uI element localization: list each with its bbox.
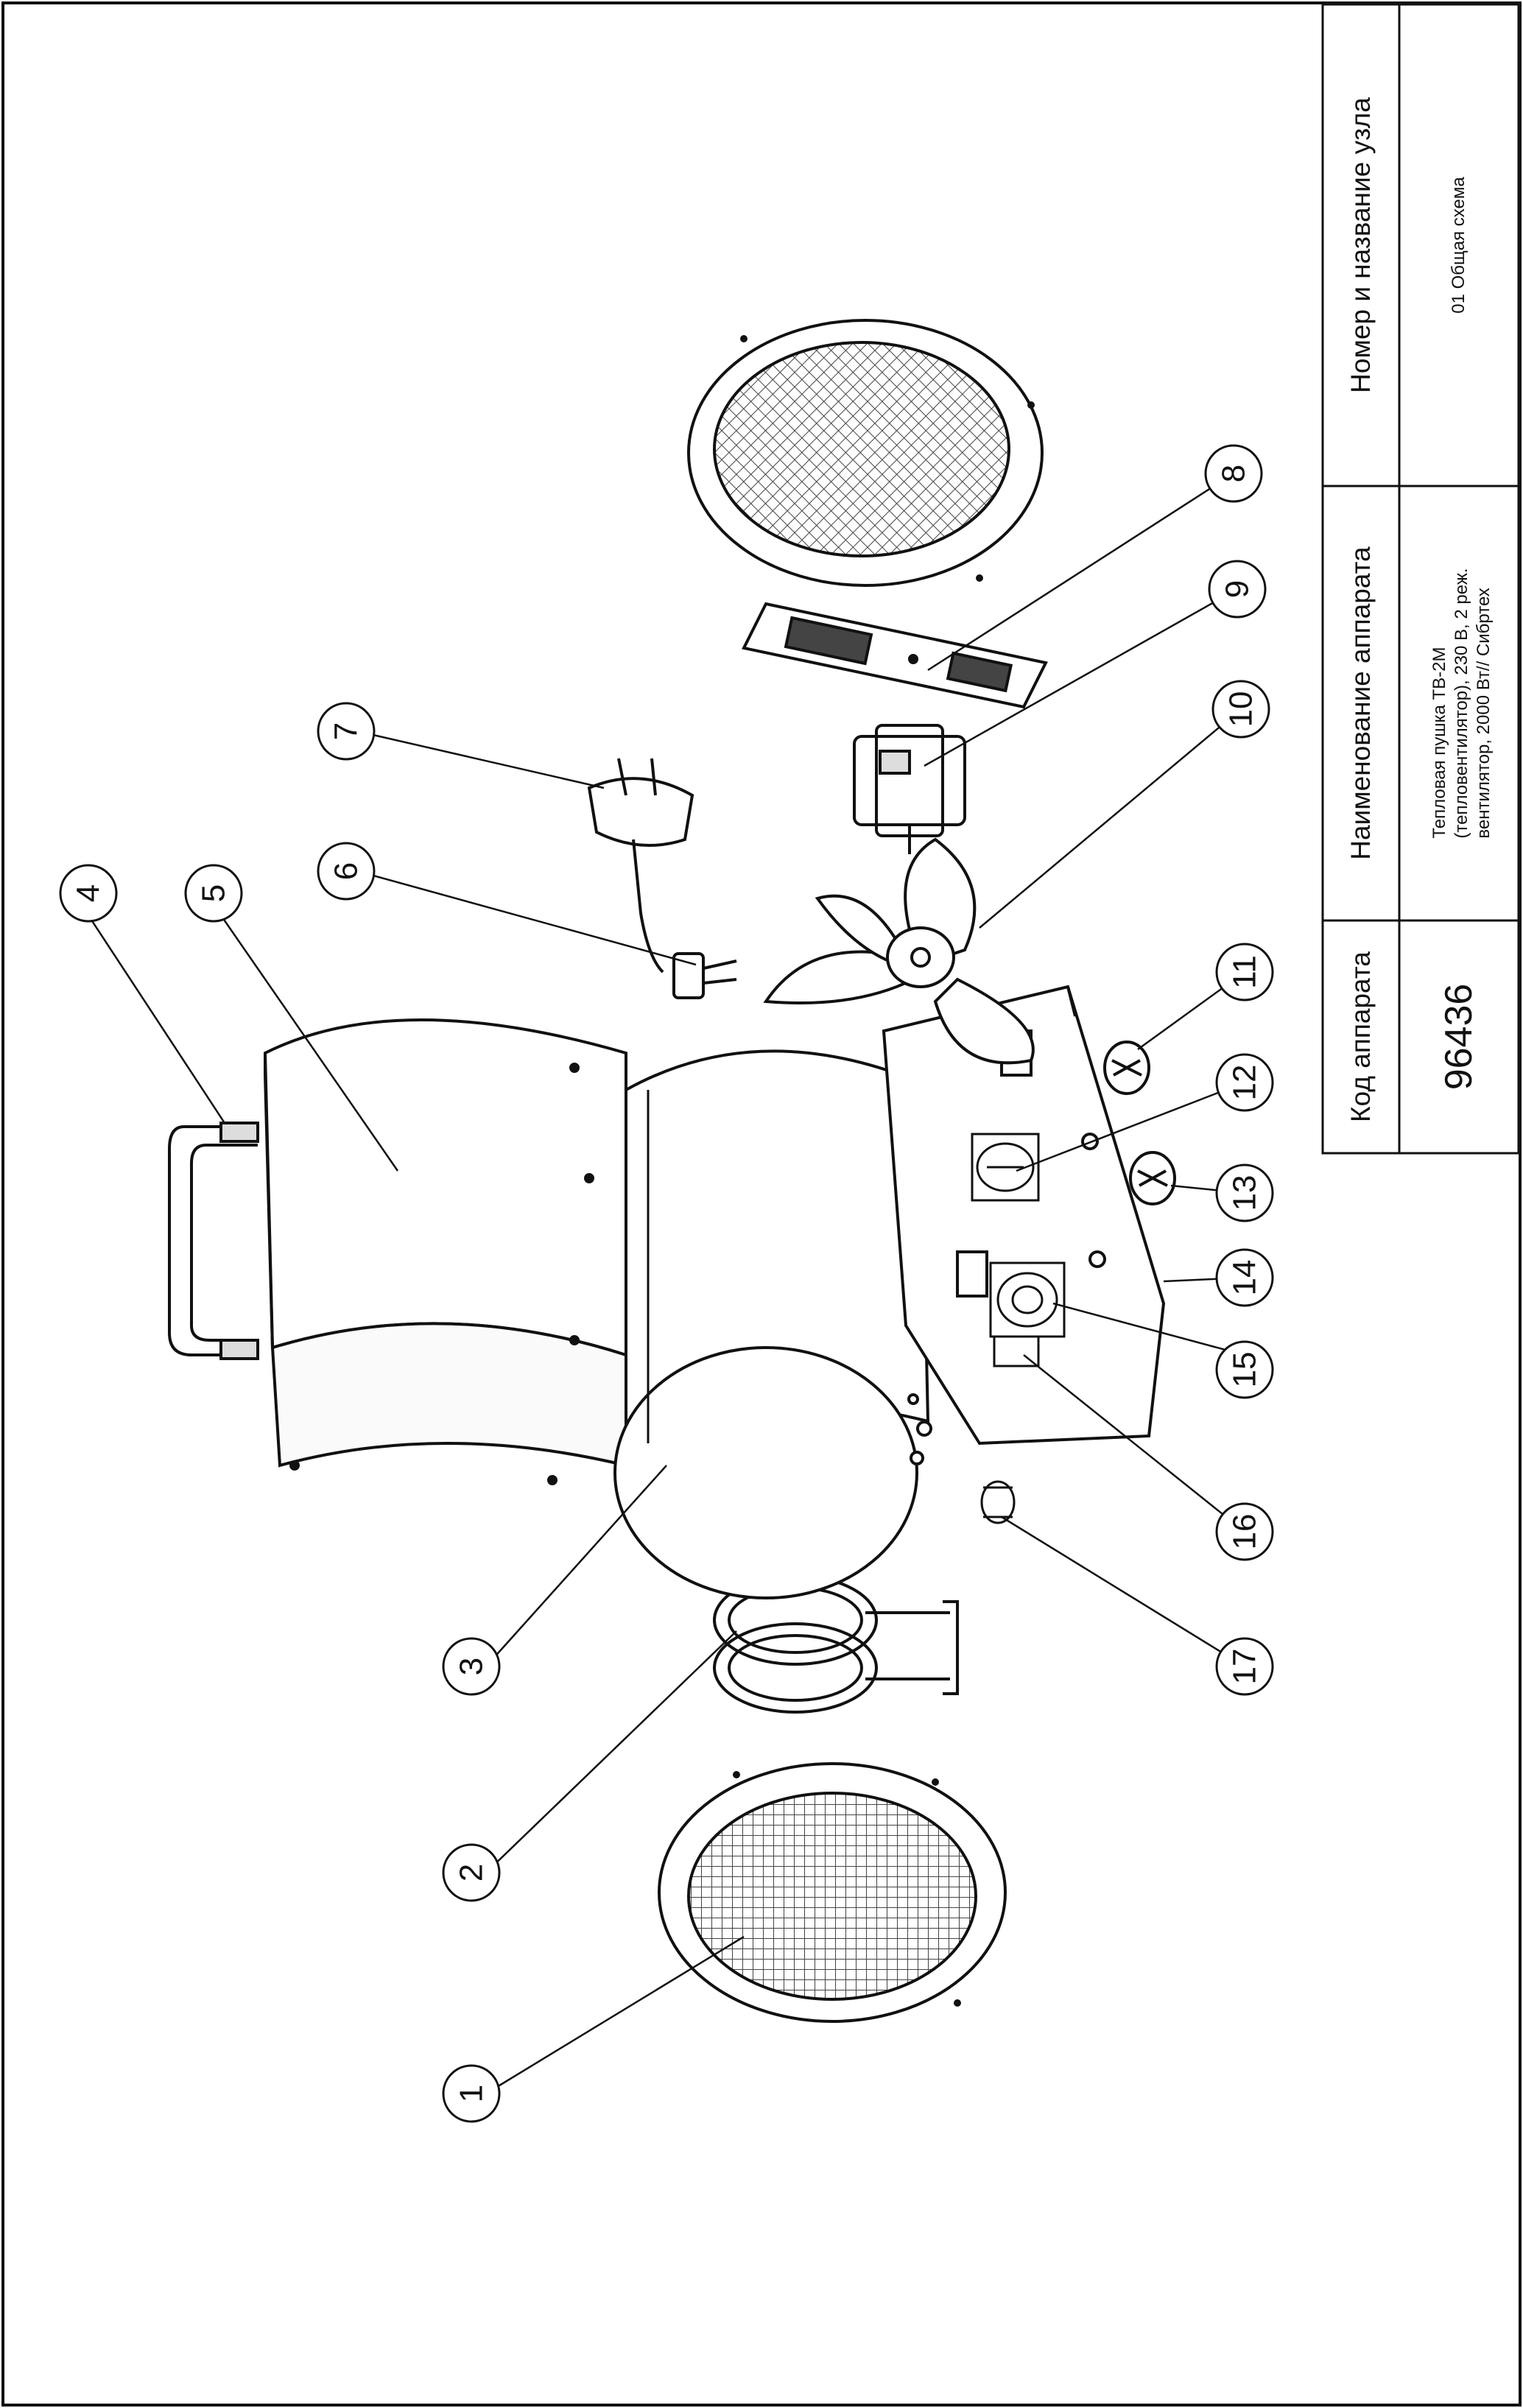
name-header: Наименование аппарата <box>1346 546 1376 860</box>
part-4-handle <box>168 1122 259 1360</box>
callout-1: 1 <box>442 2064 501 2123</box>
svg-text:7: 7 <box>328 722 365 740</box>
unit-value: 01 Общая схема <box>1449 177 1469 314</box>
part-17-thermal-fuse <box>980 1480 1016 1524</box>
svg-text:3: 3 <box>454 1658 490 1675</box>
name-value: Тепловая пушка ТВ-2М (тепловентилятор), … <box>1429 568 1495 838</box>
svg-text:6: 6 <box>328 862 365 880</box>
part-9-motor <box>853 724 966 854</box>
code-header: Код аппарата <box>1346 951 1376 1122</box>
svg-text:1: 1 <box>454 2085 490 2102</box>
part-1-front-grille <box>658 1762 1007 2023</box>
part-3-inner-casing <box>613 1049 933 1599</box>
svg-text:11: 11 <box>1227 955 1263 989</box>
callout-5: 5 <box>184 864 243 923</box>
svg-text:10: 10 <box>1223 691 1259 728</box>
part-5-outer-casing <box>263 1018 627 1485</box>
code-value: 96436 <box>1438 983 1480 1091</box>
part-13-knob <box>1129 1151 1176 1205</box>
unit-header: Номер и название узла <box>1346 97 1376 393</box>
svg-text:15: 15 <box>1227 1352 1263 1388</box>
callout-8: 8 <box>1204 444 1263 503</box>
callout-3: 3 <box>442 1637 501 1696</box>
name-line-1: Тепловая пушка ТВ-2М <box>1429 647 1449 839</box>
part-2-heating-element <box>713 1574 959 1714</box>
part-12-switch <box>971 1133 1040 1202</box>
svg-text:14: 14 <box>1227 1260 1263 1296</box>
svg-text:12: 12 <box>1227 1065 1263 1101</box>
callout-16: 16 <box>1215 1502 1274 1561</box>
callout-9: 9 <box>1208 560 1267 619</box>
part-7-power-plug <box>587 758 694 974</box>
callout-14: 14 <box>1215 1248 1274 1307</box>
name-line-3: вентилятор, 2000 Вт// Сибртех <box>1474 588 1494 839</box>
callout-12: 12 <box>1215 1053 1274 1112</box>
callout-17: 17 <box>1215 1637 1274 1696</box>
svg-text:5: 5 <box>196 884 232 902</box>
leader-lines <box>87 472 1245 2095</box>
callout-11: 11 <box>1215 943 1274 1001</box>
title-block-frame <box>1321 3 1520 1155</box>
svg-text:2: 2 <box>454 1864 490 1881</box>
callout-2: 2 <box>442 1843 501 1902</box>
svg-text:17: 17 <box>1227 1649 1263 1685</box>
part-10-fan-impeller <box>763 837 1035 1065</box>
callout-15: 15 <box>1215 1340 1274 1399</box>
callout-6: 6 <box>317 842 376 901</box>
svg-text:4: 4 <box>71 884 107 902</box>
svg-text:16: 16 <box>1227 1514 1263 1550</box>
callout-10: 10 <box>1211 680 1270 739</box>
callout-13: 13 <box>1215 1163 1274 1222</box>
callout-7: 7 <box>317 702 376 761</box>
part-15-thermostat <box>989 1261 1066 1338</box>
svg-text:9: 9 <box>1220 580 1256 598</box>
callout-4: 4 <box>59 864 118 923</box>
rear-grille <box>687 319 1044 587</box>
svg-text:13: 13 <box>1227 1175 1263 1211</box>
name-line-2: (тепловентилятор), 230 В, 2 реж. <box>1452 568 1471 839</box>
part-11-knob <box>1103 1041 1150 1095</box>
svg-text:8: 8 <box>1216 465 1252 482</box>
part-8-motor-bracket <box>742 602 1048 709</box>
